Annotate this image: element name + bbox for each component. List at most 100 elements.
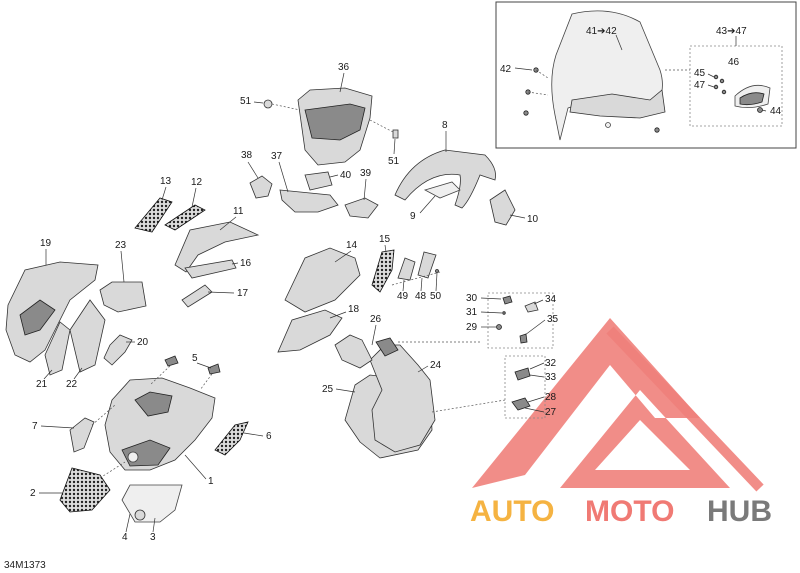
label-51-left: 51: [240, 96, 252, 107]
label-35: 35: [547, 314, 559, 325]
clip-32: [514, 367, 531, 381]
label-24: 24: [430, 360, 442, 371]
label-48: 48: [415, 291, 427, 302]
part-1-emblem: [127, 451, 139, 463]
part-10-side-cover: [489, 189, 516, 226]
label-16: 16: [240, 258, 252, 269]
part-38-clip: [249, 175, 273, 199]
part-1-headlight-opening: [134, 391, 173, 417]
label-18: 18: [348, 304, 360, 315]
screw-45b: [719, 78, 725, 84]
label-42: 42: [500, 64, 512, 75]
part-6-mesh-vent: [214, 421, 249, 456]
label-36: 36: [338, 62, 350, 73]
label-17: 17: [237, 288, 249, 299]
label-12: 12: [191, 177, 203, 188]
part-14-side-panel: [284, 247, 361, 313]
watermark-triangle: [472, 318, 730, 488]
part-37-trim: [279, 189, 339, 213]
part-13-mesh-grille: [134, 197, 173, 233]
screw-45a: [713, 74, 719, 80]
label-31: 31: [466, 307, 478, 318]
grommet-51b: [392, 129, 399, 139]
label-11: 11: [233, 206, 244, 217]
part-20-bracket: [103, 334, 133, 366]
watermark-text: AUTO MOTO HUB: [470, 495, 772, 528]
fastener-5a: [164, 355, 179, 367]
watermark-word-auto: AUTO: [470, 495, 554, 528]
bolt-42d: [654, 127, 660, 133]
label-43-47: 43➔47: [716, 26, 747, 37]
watermark-logo: [472, 318, 764, 492]
label-4: 4: [122, 532, 128, 543]
screw-47a: [713, 84, 719, 90]
diagram-code: 34M1373: [4, 560, 46, 571]
label-25: 25: [322, 384, 334, 395]
part-3-lower-panel: [121, 484, 183, 523]
part-16-strip: [184, 259, 237, 279]
mirror-glass: [739, 92, 765, 106]
watermark-word-hub: HUB: [707, 495, 772, 528]
part-3-hole: [134, 509, 146, 521]
part-17-strip: [181, 284, 213, 308]
part-19-vent: [19, 299, 56, 336]
label-32: 32: [545, 358, 557, 369]
grommet-51a: [263, 99, 273, 109]
label-47: 47: [694, 80, 706, 91]
label-9: 9: [410, 211, 416, 222]
fastener-30: [502, 295, 513, 305]
label-38: 38: [241, 150, 253, 161]
part-9-insert: [423, 181, 461, 199]
label-7: 7: [32, 421, 38, 432]
fastener-35: [519, 333, 528, 344]
label-33: 33: [545, 372, 557, 383]
label-1: 1: [208, 476, 214, 487]
part-24-outer-panel: [369, 344, 436, 453]
nut-44: [757, 107, 763, 113]
label-20: 20: [137, 337, 149, 348]
label-6: 6: [266, 431, 272, 442]
part-36-gauge-cavity: [304, 103, 366, 141]
part-21-trim: [44, 321, 71, 376]
part-18-trim-panel: [277, 309, 343, 353]
label-13: 13: [160, 176, 172, 187]
label-3: 3: [150, 532, 156, 543]
part-15-mesh-grille: [371, 249, 395, 293]
label-15: 15: [379, 234, 391, 245]
part-49-insert: [397, 257, 416, 281]
fastener-kit-box-29-35: [487, 292, 554, 349]
part-50-pin: [435, 269, 439, 273]
fastener-29: [496, 324, 502, 330]
screw-47b: [721, 89, 727, 95]
label-8: 8: [442, 120, 448, 131]
part-23-panel: [99, 281, 147, 313]
label-45: 45: [694, 68, 706, 79]
label-41-42: 41➔42: [586, 26, 617, 37]
label-23: 23: [115, 240, 127, 251]
label-50: 50: [430, 291, 442, 302]
label-22: 22: [66, 379, 78, 390]
part-12-mesh-grille: [164, 204, 206, 231]
part-2-mesh-grille: [59, 467, 111, 513]
part-26-side-trim: [334, 334, 373, 369]
label-40: 40: [340, 170, 352, 181]
washer-42: [605, 122, 611, 128]
label-10: 10: [527, 214, 539, 225]
label-26: 26: [370, 314, 382, 325]
label-34: 34: [545, 294, 557, 305]
part-22-panel: [69, 299, 106, 373]
label-46: 46: [728, 57, 740, 68]
windshield-base: [569, 89, 666, 119]
label-21: 21: [36, 379, 48, 390]
part-7-bracket: [69, 417, 95, 453]
label-29: 29: [466, 322, 478, 333]
label-19: 19: [40, 238, 52, 249]
label-39: 39: [360, 168, 372, 179]
label-28: 28: [545, 392, 557, 403]
fastener-34: [524, 301, 539, 313]
clip-28: [511, 397, 531, 411]
watermark-word-moto: MOTO: [585, 495, 674, 528]
label-37: 37: [271, 151, 283, 162]
fastener-31: [502, 311, 506, 315]
